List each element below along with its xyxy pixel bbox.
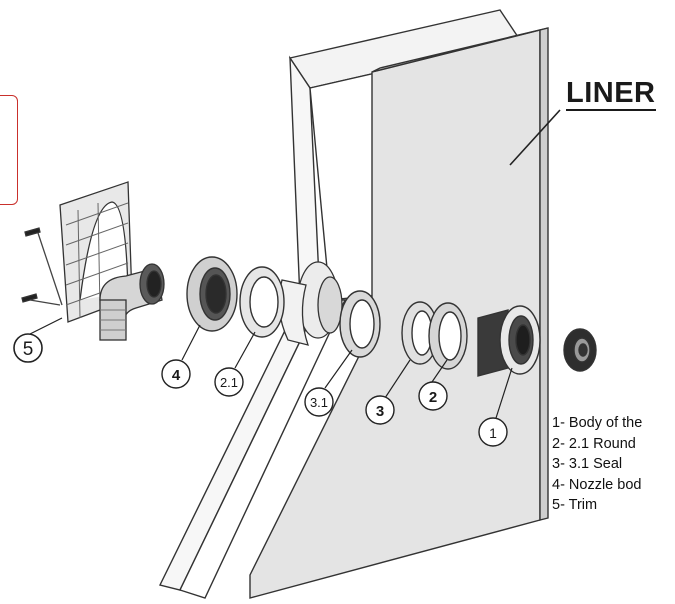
legend-item-3: 3- 3.1 Seal [552, 456, 623, 472]
leader-lines [27, 317, 513, 419]
seal-3-part [401, 301, 439, 365]
svg-text:5: 5 [23, 339, 34, 360]
round-washer-2-1-part [239, 266, 285, 338]
legend-item-5: 5- Trim [552, 497, 598, 513]
legend-item-4: 4- Nozzle bod [552, 476, 642, 493]
callout-2-1: 2.1 [214, 367, 244, 397]
highlight-box [0, 95, 18, 205]
callout-4: 4 [161, 359, 191, 389]
round-washer-2-part [428, 302, 468, 370]
legend-item-1: 1- Body of the [552, 415, 643, 431]
svg-text:1: 1 [489, 425, 497, 441]
seal-3-1-part [339, 290, 381, 358]
fitting-body-part [477, 305, 541, 377]
wall-pipe [278, 261, 343, 346]
eyeball-insert-part [563, 328, 597, 372]
callout-1: 1 [478, 417, 508, 447]
parts-legend: 1- Body of the 2- 2.1 Round 3- 3.1 Seal … [552, 413, 675, 516]
svg-text:3: 3 [376, 403, 384, 420]
svg-text:4: 4 [172, 367, 181, 384]
svg-text:3.1: 3.1 [310, 395, 328, 410]
callout-5: 5 [13, 333, 43, 363]
liner-label: LINER [566, 77, 656, 111]
liner-panel [249, 27, 561, 599]
nozzle-nut-part [186, 256, 238, 332]
callout-2: 2 [418, 381, 448, 411]
trim-part [21, 181, 165, 341]
legend-item-2: 2- 2.1 Round [552, 435, 636, 452]
callout-3: 3 [365, 395, 395, 425]
svg-text:2.1: 2.1 [220, 375, 238, 390]
callout-3-1: 3.1 [304, 387, 334, 417]
svg-text:2: 2 [429, 389, 437, 406]
